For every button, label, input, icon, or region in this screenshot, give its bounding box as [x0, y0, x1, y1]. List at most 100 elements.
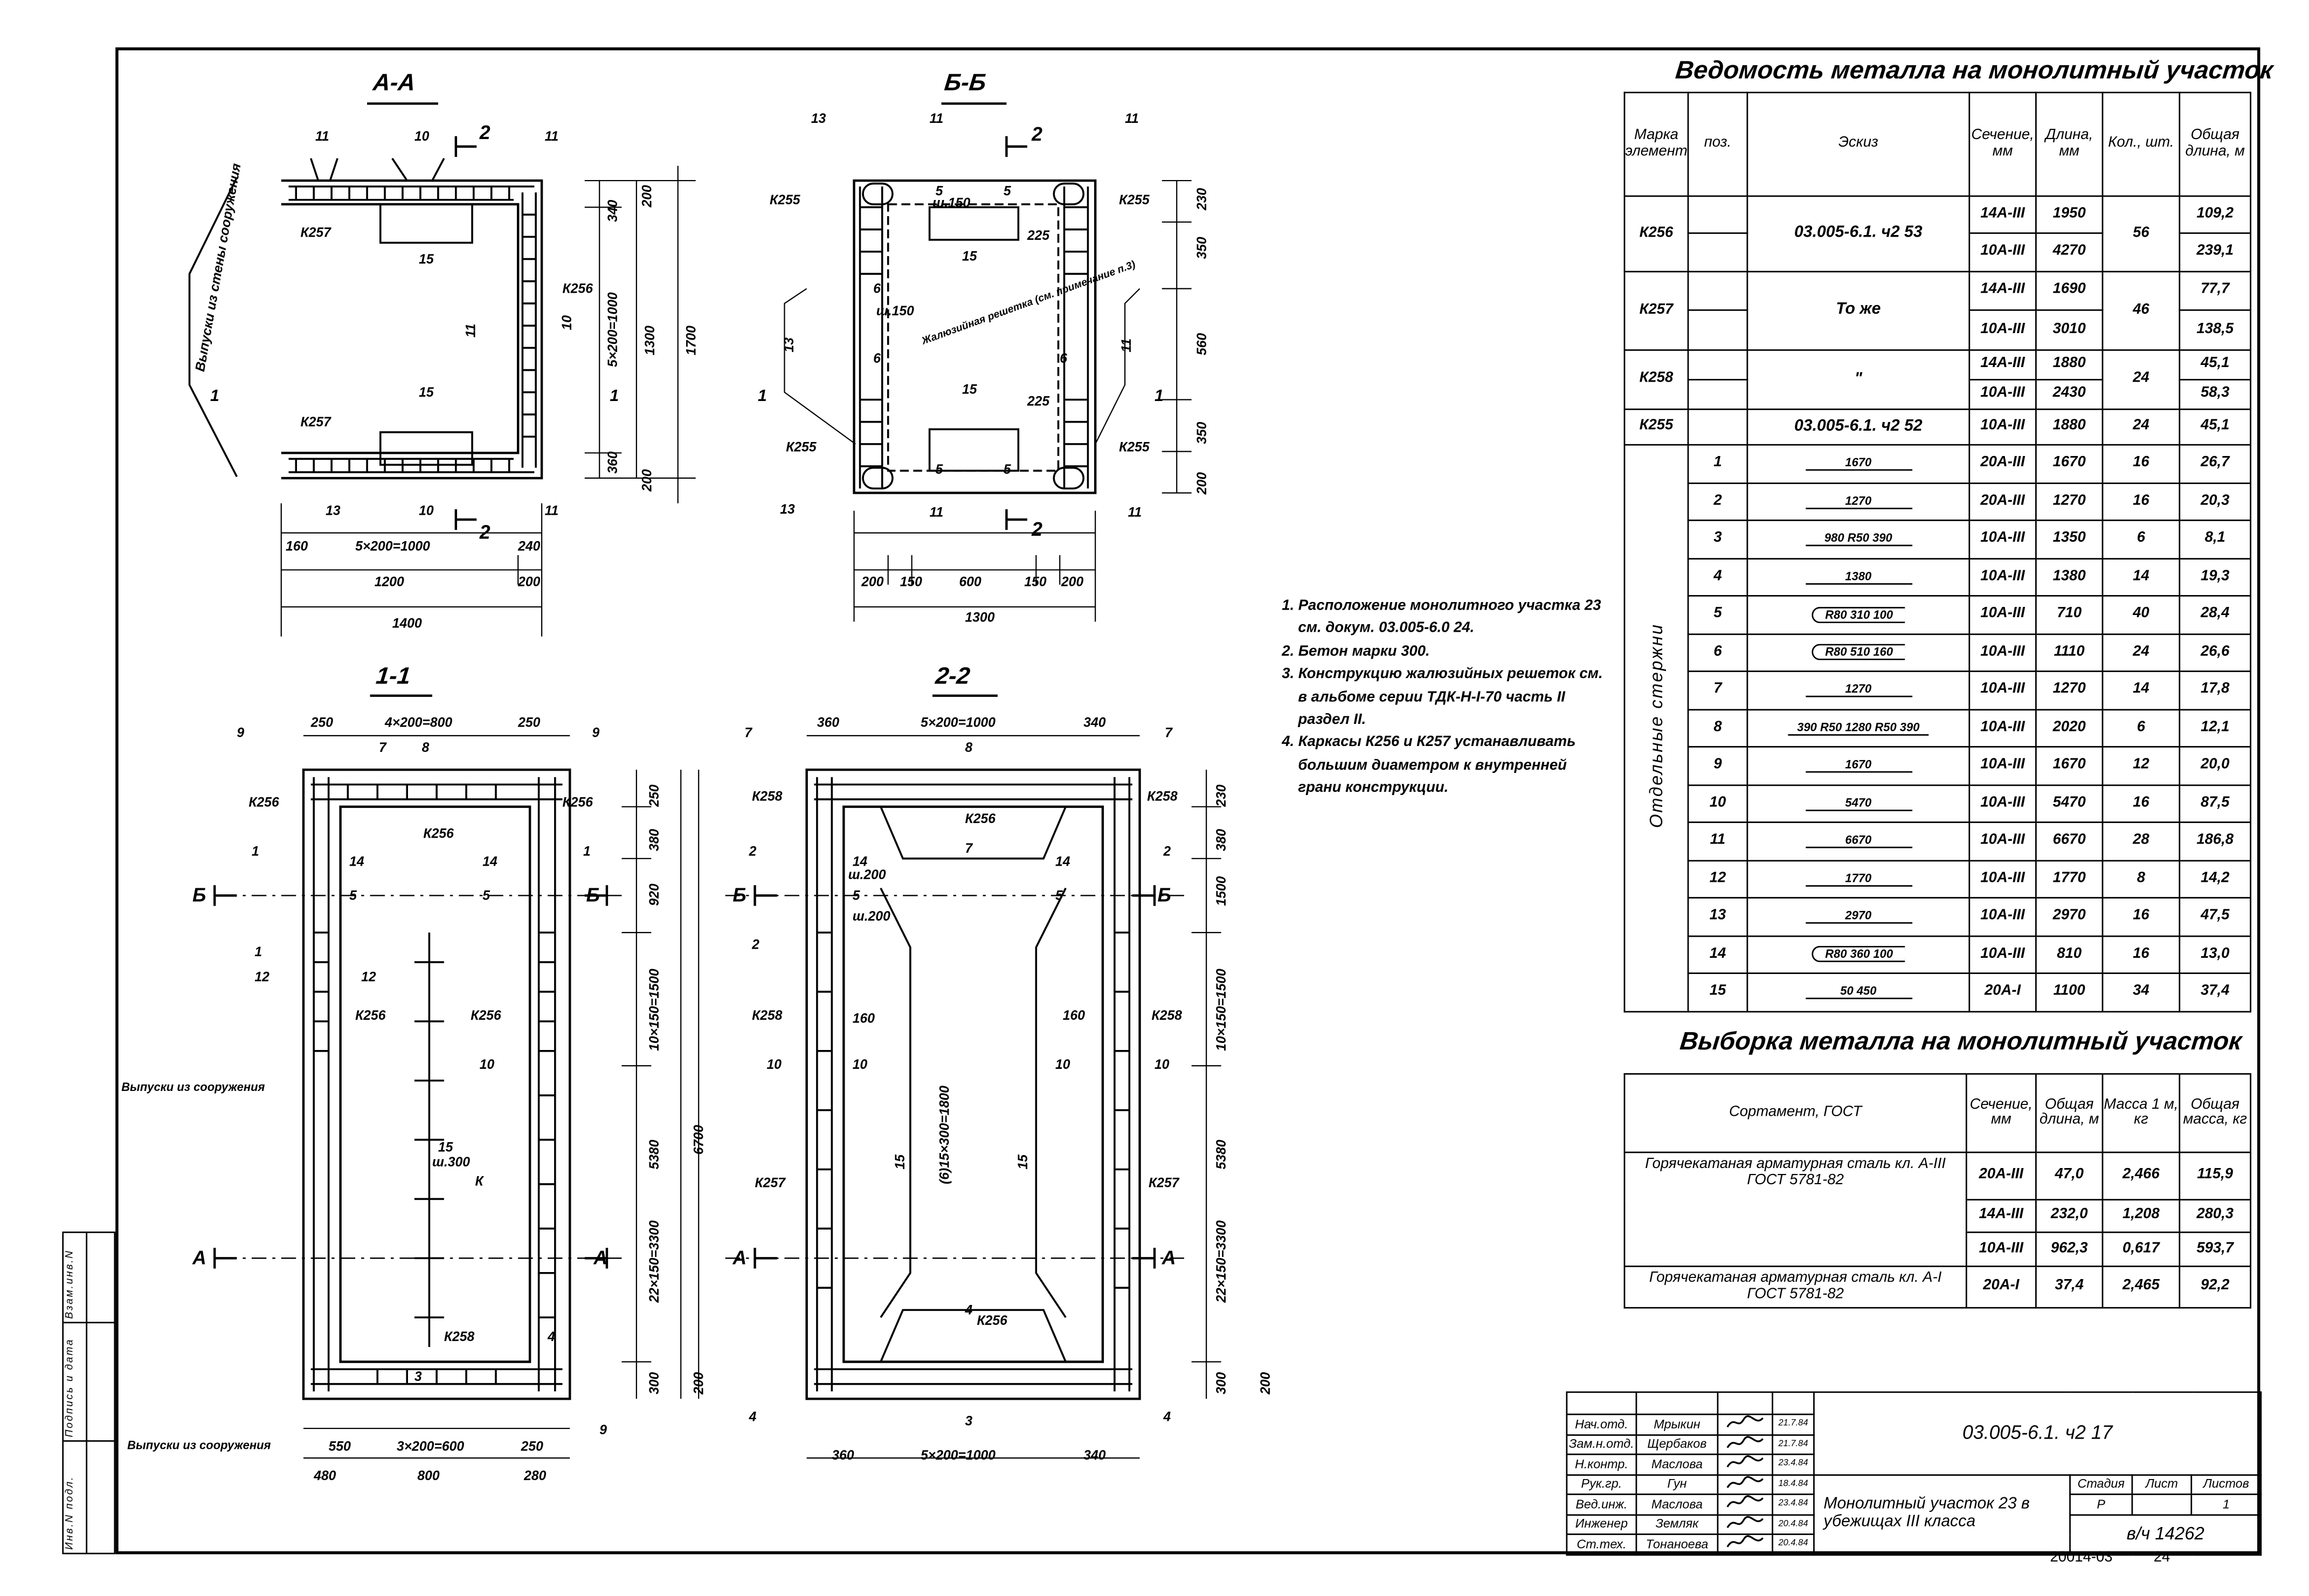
bar-pos: 13	[1687, 897, 1748, 936]
note-4: 4. Каркасы К256 и К257 устанавливать бол…	[1282, 735, 1576, 797]
frame-pos	[1687, 379, 1748, 410]
section-s22-label: 2	[752, 937, 759, 952]
section-aa-label: 1300	[642, 326, 658, 356]
section-s22-label: К256	[977, 1312, 1007, 1328]
frame-mark: К258	[1623, 349, 1689, 410]
bar-pos: 3	[1687, 519, 1748, 559]
section-bb-label: К255	[1119, 439, 1150, 455]
section-s11-label: 550	[328, 1439, 351, 1454]
bar-section: 10А-III	[1968, 897, 2037, 936]
section-bb-label: ш.150	[876, 303, 914, 319]
section-bb-label: 230	[1194, 188, 1209, 210]
section-bb-label: 200	[1061, 574, 1084, 589]
selection-mass-per-m: 2,465	[2101, 1266, 2181, 1309]
section-bb-label: 6	[1060, 350, 1068, 366]
bar-sketch: R80 360 100	[1812, 945, 1905, 963]
section-bb-label: 11	[1128, 505, 1142, 520]
section-aa-label: 1	[210, 388, 219, 406]
section-bb-label: 5	[935, 183, 943, 198]
frame-total: 45,1	[2179, 349, 2251, 381]
stage-value: Р	[2069, 1493, 2133, 1515]
frame-section: 14А-III	[1968, 349, 2037, 381]
section-s11-label: Выпуски из сооружения	[127, 1439, 271, 1453]
bar-pos: 8	[1687, 708, 1748, 748]
assortment: Горячекатаная арматурная сталь кл. А-I Г…	[1623, 1266, 1967, 1309]
bar-sketch: 1270	[1805, 682, 1912, 697]
section-s22-label: К257	[1149, 1175, 1179, 1190]
signature	[1717, 1533, 1773, 1555]
bar-total: 37,4	[2179, 972, 2251, 1012]
section-s22-label: 22×150=3300	[1213, 1220, 1229, 1303]
bar-sketch-cell: R80 510 160	[1746, 633, 1971, 672]
note-2: 2. Бетон марки 300.	[1282, 644, 1430, 660]
signature-date: 23.4.84	[1772, 1493, 1815, 1515]
section-bb-label: 350	[1194, 237, 1209, 259]
section-s11-label: 250	[518, 715, 541, 730]
bar-qty: 16	[2101, 444, 2181, 483]
bar-sketch-cell: 50 450	[1746, 972, 1971, 1012]
signatory-name: Мрыкин	[1635, 1413, 1719, 1435]
bar-qty: 12	[2101, 746, 2181, 785]
header-qty: Кол., шт.	[2101, 92, 2181, 197]
frame-pos	[1687, 408, 1748, 446]
signatory-role: Рук.гр.	[1566, 1473, 1637, 1495]
section-s11-label: К	[475, 1173, 483, 1189]
frame-total: 58,3	[2179, 379, 2251, 410]
section-aa-label: 15	[419, 385, 434, 400]
section-s11-label: 200	[691, 1372, 706, 1394]
bar-sketch-cell: R80 360 100	[1746, 935, 1971, 974]
section-aa-label: 340	[605, 199, 620, 222]
bar-section: 20А-I	[1968, 972, 2037, 1012]
bar-sketch: 1670	[1805, 758, 1912, 773]
bar-qty: 14	[2101, 557, 2181, 597]
section-aa-label: 11	[315, 128, 329, 144]
bar-sketch: 1270	[1805, 494, 1912, 509]
bar-pos: 10	[1687, 784, 1748, 823]
bar-section: 10А-III	[1968, 746, 2037, 785]
bar-sketch-cell: 1670	[1746, 444, 1971, 483]
sheet-frame	[115, 47, 2260, 1554]
selection-header-row: Сортамент, ГОСТ Сечение, мм Общая длина,…	[1623, 1073, 2251, 1153]
section-aa-label: 1	[610, 388, 619, 406]
section-bb-label: К255	[1119, 192, 1150, 208]
selection-section: 20А-I	[1965, 1266, 2037, 1309]
section-aa-label: К257	[300, 225, 331, 240]
group-label-cell: Отдельные стержни	[1623, 444, 1689, 1012]
section-s11-label: 6700	[691, 1125, 706, 1155]
section-s11-label: 1	[583, 844, 591, 859]
bar-pos: 12	[1687, 859, 1748, 899]
bar-sketch: 390 R50 1280 R50 390	[1788, 720, 1928, 735]
bar-qty: 8	[2101, 859, 2181, 899]
section-bb-label: К255	[786, 439, 817, 455]
header-total-length: Общая длина, м	[2035, 1073, 2104, 1153]
frame-sketch: 03.005-6.1. ч2 52	[1746, 408, 1971, 446]
frame-pos	[1687, 271, 1748, 311]
signature-mark	[1726, 1536, 1764, 1548]
general-notes: 1. Расположение монолитного участка 23 с…	[1282, 595, 1607, 800]
bar-length: 1670	[2035, 444, 2104, 483]
section-aa-label: 200	[639, 469, 654, 492]
bar-qty: 16	[2101, 897, 2181, 936]
frame-section: 10А-III	[1968, 379, 2037, 410]
signatory-role: Зам.н.отд.	[1566, 1433, 1637, 1455]
section-s11-label: Выпуски из сооружения	[121, 1080, 265, 1094]
archive-number: 20014-03	[2050, 1550, 2113, 1566]
header-section: Сечение, мм	[1968, 92, 2037, 197]
section-s11-label: 9	[599, 1422, 607, 1438]
section-s11-label: 14	[349, 854, 364, 869]
document-code: 03.005-6.1. ч2 17	[1813, 1391, 2262, 1475]
bar-total: 19,3	[2179, 557, 2251, 597]
signatory-name: Щербаков	[1635, 1433, 1719, 1455]
section-s22-label: К258	[752, 789, 783, 804]
frame-pos	[1687, 195, 1748, 234]
header-total: Общая длина, м	[2179, 92, 2251, 197]
metal-selection-title: Выборка металла на монолитный участок	[1678, 1027, 2243, 1056]
section-s22-label: 4	[749, 1409, 757, 1424]
section-s22-label: 15	[892, 1154, 908, 1170]
bar-length: 1100	[2035, 972, 2104, 1012]
frame-length: 1880	[2035, 349, 2104, 381]
